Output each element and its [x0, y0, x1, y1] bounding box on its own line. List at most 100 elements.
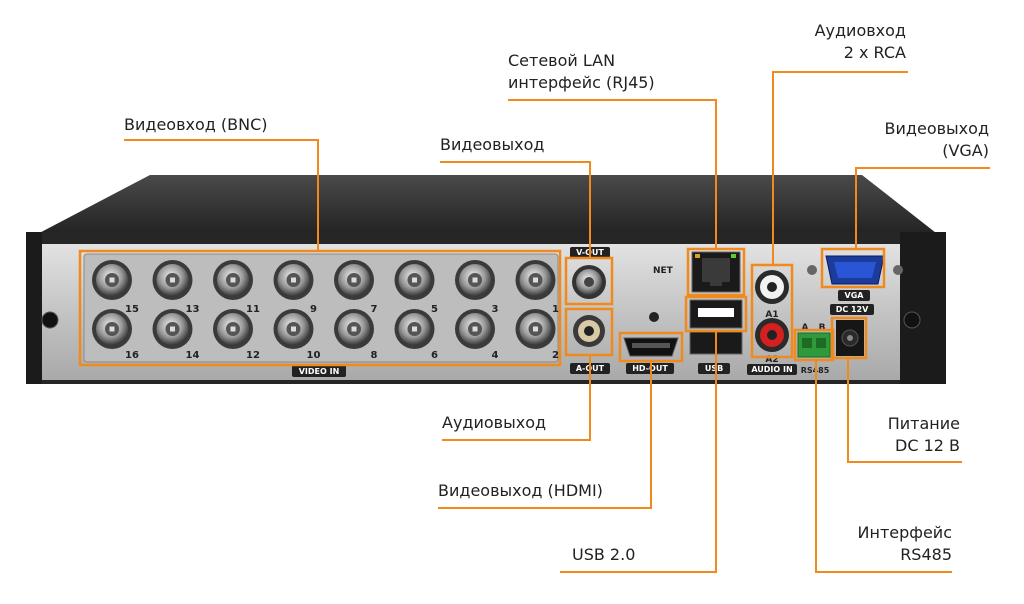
- a2-label: A2: [765, 355, 778, 365]
- callout-video-out: Видеовыход: [440, 135, 545, 154]
- bnc-top-number-3: 3: [492, 304, 499, 315]
- vga-label: VGA: [845, 291, 865, 300]
- dc-power-jack-icon: [836, 320, 864, 356]
- callout-vga-line2: (VGA): [942, 141, 989, 160]
- dc-label: DC 12V: [836, 305, 869, 314]
- bnc-top-number-1: 1: [552, 304, 559, 315]
- chassis-right-end: [900, 232, 946, 384]
- callout-hdmi: Видеовыход (HDMI): [438, 481, 603, 500]
- chassis-left-end: [26, 232, 42, 384]
- callout-audio-in-line2: 2 x RCA: [843, 43, 906, 62]
- bnc-connector-9: [273, 260, 314, 300]
- bnc-connector-10: [273, 309, 314, 349]
- bnc-top-number-11: 11: [246, 304, 260, 315]
- usb-tag: [698, 363, 730, 374]
- callout-vga: Видеовыход (VGA): [885, 118, 989, 162]
- bnc-bottom-number-2: 2: [552, 350, 559, 361]
- bnc-connector-5: [394, 260, 435, 300]
- video-in-tag: [292, 365, 346, 377]
- callout-rs485-line1: Интерфейс: [857, 523, 952, 542]
- bnc-connector-7: [334, 260, 374, 300]
- callout-power-line1: Питание: [887, 414, 960, 433]
- callout-audio-in-line1: Аудиовход: [814, 21, 906, 40]
- bnc-connector-6: [394, 309, 435, 349]
- bnc-group-frame: [83, 253, 559, 363]
- audio-in-a1-connector: [755, 270, 789, 304]
- video-in-label: VIDEO IN: [299, 367, 340, 376]
- callout-power: Питание DC 12 В: [888, 413, 960, 457]
- leader-v-out: [440, 161, 591, 258]
- leader-a-out: [442, 355, 591, 441]
- rj45-port-icon: [691, 251, 741, 293]
- vga-port-icon: [807, 255, 903, 285]
- a-out-rca-connector: [573, 315, 605, 347]
- bnc-bottom-number-6: 6: [431, 350, 438, 361]
- bnc-connector-1: [515, 260, 556, 300]
- bnc-bottom-number-10: 10: [307, 350, 321, 361]
- audio-in-tag: [747, 364, 797, 375]
- v-out-bnc-connector: [572, 265, 606, 299]
- dc-tag: [830, 304, 874, 315]
- screw-right-icon: [903, 311, 921, 329]
- callout-rs485-line2: RS485: [900, 545, 952, 564]
- bnc-connector-14: [152, 309, 193, 349]
- bnc-bottom-number-16: 16: [125, 350, 139, 361]
- callout-usb: USB 2.0: [572, 545, 636, 564]
- leader-bnc: [124, 139, 319, 251]
- bnc-bottom-number-14: 14: [186, 350, 200, 361]
- bnc-row-bottom: 16 14 12 10 8 6 4 2: [92, 309, 559, 361]
- audio-in-label: AUDIO IN: [751, 365, 792, 374]
- bnc-bottom-number-12: 12: [246, 350, 260, 361]
- leader-rs485: [815, 360, 952, 573]
- leader-power: [847, 358, 962, 463]
- vga-tag: [838, 290, 870, 301]
- bnc-bottom-number-8: 8: [371, 350, 378, 361]
- net-label: NET: [653, 266, 674, 276]
- bnc-connector-11: [213, 260, 253, 300]
- bnc-connector-16: [92, 309, 132, 349]
- bnc-connector-3: [455, 260, 495, 300]
- audio-in-a2-connector: [755, 318, 789, 352]
- leader-lines: [124, 71, 990, 573]
- bnc-top-number-5: 5: [431, 304, 438, 315]
- leader-audio-in: [772, 71, 908, 265]
- screw-left-icon: [41, 311, 59, 329]
- bnc-connector-13: [152, 260, 193, 300]
- chassis-top: [26, 175, 945, 240]
- bnc-bottom-number-4: 4: [492, 350, 499, 361]
- callout-lan: Сетевой LAN интерфейс (RJ45): [508, 50, 655, 94]
- leader-vga: [855, 167, 990, 249]
- rs485-terminal-icon: [797, 332, 831, 358]
- bnc-top-number-7: 7: [371, 304, 378, 315]
- bnc-connector-15: [92, 260, 132, 300]
- bnc-connector-12: [213, 309, 253, 349]
- bnc-top-number-13: 13: [186, 304, 200, 315]
- rs485-a-label: A: [802, 323, 809, 333]
- usb-label: USB: [705, 364, 723, 373]
- callout-power-line2: DC 12 В: [895, 436, 960, 455]
- callout-video-in-bnc: Видеовход (BNC): [124, 115, 268, 134]
- highlight-vga: [820, 247, 886, 289]
- callout-audio-in: Аудиовход 2 x RCA: [815, 20, 906, 64]
- leader-lan: [508, 99, 717, 249]
- panel-screw-icon: [649, 312, 659, 322]
- leader-usb: [560, 331, 717, 573]
- bnc-connector-8: [334, 309, 374, 349]
- highlight-bnc: [78, 249, 562, 367]
- callout-rs485: Интерфейс RS485: [858, 522, 952, 566]
- rs485-b-label: B: [819, 323, 826, 333]
- bnc-top-number-15: 15: [125, 304, 139, 315]
- bnc-connector-2: [515, 309, 556, 349]
- a1-label: A1: [765, 310, 778, 320]
- bnc-row-top: 15 13 11 9 7 5 3 1: [92, 260, 559, 315]
- bnc-connector-4: [455, 309, 495, 349]
- bnc-top-number-9: 9: [310, 304, 317, 315]
- callout-vga-line1: Видеовыход: [884, 119, 989, 138]
- callout-lan-line2: интерфейс (RJ45): [508, 73, 655, 92]
- leader-hdmi: [438, 361, 652, 509]
- callout-lan-line1: Сетевой LAN: [508, 51, 616, 70]
- hdmi-port-icon: [623, 337, 679, 357]
- callout-audio-out: Аудиовыход: [442, 413, 547, 432]
